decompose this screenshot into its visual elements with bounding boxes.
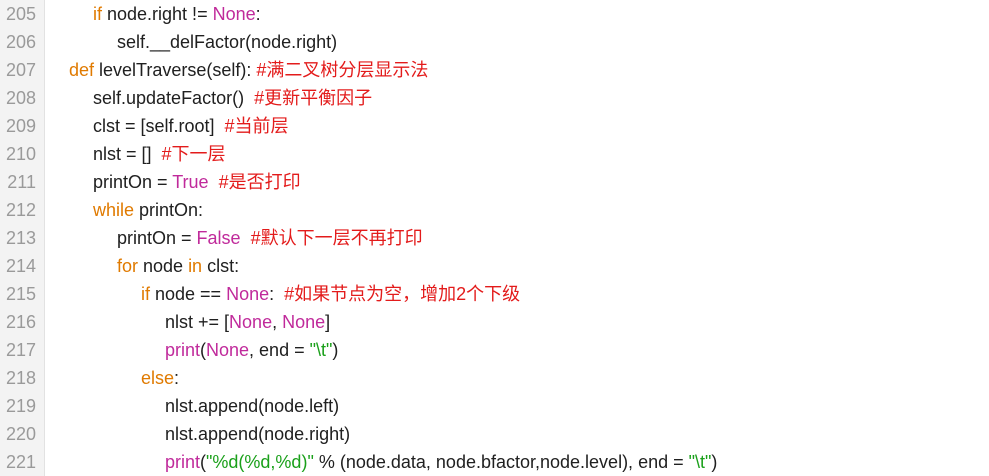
code-token-str: "\t" — [688, 452, 712, 472]
code-token-plain: nlst.append(node.right) — [165, 424, 351, 444]
line-number: 207 — [5, 60, 36, 80]
code-line[interactable]: nlst += [None, None] — [45, 308, 989, 336]
code-token-plain: ] — [325, 312, 331, 332]
line-number: 206 — [5, 32, 36, 52]
line-number: 210 — [5, 144, 36, 164]
code-token-kw: if — [93, 4, 102, 24]
line-number: 217 — [5, 340, 36, 360]
code-token-plain: nlst += [ — [165, 312, 230, 332]
code-token-const: None — [226, 284, 270, 304]
code-token-const: True — [172, 172, 209, 192]
code-token-plain: self.updateFactor() — [93, 88, 255, 108]
code-line[interactable]: printOn = False #默认下一层不再打印 — [45, 224, 989, 252]
code-line[interactable]: self.__delFactor(node.right) — [45, 28, 989, 56]
code-area[interactable]: if node.right != None: self.__delFactor(n… — [45, 0, 989, 476]
line-number-gutter: 205 206 207 208 209 210 211 212 213 214 215 216 217 2… — [0, 0, 45, 476]
code-line[interactable]: print("%d(%d,%d)" % (node.data, node.bfa… — [45, 448, 989, 476]
code-token-const: print — [165, 452, 201, 472]
code-token-cmt: #更新平衡因子 — [254, 88, 373, 108]
code-token-cmt: #是否打印 — [218, 172, 301, 192]
line-number: 214 — [5, 256, 36, 276]
code-token-plain: ) — [711, 452, 718, 472]
code-token-plain: node == — [150, 284, 227, 304]
code-token-plain: % (node.data, node.bfactor,node.level), … — [313, 452, 689, 472]
line-number: 211 — [7, 172, 36, 192]
code-token-cmt: #下一层 — [161, 144, 226, 164]
code-token-cmt: #当前层 — [224, 116, 289, 136]
line-number: 209 — [5, 116, 36, 136]
code-token-kw: else — [141, 368, 175, 388]
code-token-plain: levelTraverse(self): — [94, 60, 257, 80]
line-number: 219 — [5, 396, 36, 416]
code-line[interactable]: nlst.append(node.left) — [45, 392, 989, 420]
code-token-str: "\t" — [309, 340, 333, 360]
code-line[interactable]: while printOn: — [45, 196, 989, 224]
code-line[interactable]: nlst = [] #下一层 — [45, 140, 989, 168]
code-token-plain: : — [255, 4, 261, 24]
code-token-const: False — [196, 228, 241, 248]
code-token-plain — [241, 228, 251, 248]
code-token-kw: if — [141, 284, 150, 304]
code-line[interactable]: def levelTraverse(self): #满二叉树分层显示法 — [45, 56, 989, 84]
line-number: 208 — [5, 88, 36, 108]
code-token-plain: nlst.append(node.left) — [165, 396, 340, 416]
code-line[interactable]: for node in clst: — [45, 252, 989, 280]
line-number: 220 — [5, 424, 36, 444]
code-token-plain: printOn = — [93, 172, 173, 192]
code-token-plain: , — [272, 312, 283, 332]
line-number: 221 — [5, 452, 36, 472]
code-token-plain: printOn = — [117, 228, 197, 248]
code-token-const: None — [206, 340, 250, 360]
code-line[interactable]: if node.right != None: — [45, 0, 989, 28]
code-token-str: "%d(%d,%d)" — [206, 452, 314, 472]
code-token-plain: node.right != — [102, 4, 213, 24]
line-number: 213 — [5, 228, 36, 248]
line-number: 216 — [5, 312, 36, 332]
code-token-plain: ( — [200, 340, 207, 360]
code-token-kw: for — [117, 256, 139, 276]
code-token-const: None — [282, 312, 326, 332]
line-number: 205 — [5, 4, 36, 24]
code-line[interactable]: if node == None: #如果节点为空，增加2个下级 — [45, 280, 989, 308]
code-line[interactable]: printOn = True #是否打印 — [45, 168, 989, 196]
code-token-cmt: #默认下一层不再打印 — [250, 228, 423, 248]
code-token-plain: self.__delFactor(node.right) — [117, 32, 338, 52]
code-token-cmt: #满二叉树分层显示法 — [256, 60, 429, 80]
code-token-plain: ) — [332, 340, 339, 360]
code-token-plain: : — [269, 284, 285, 304]
line-number: 218 — [5, 368, 36, 388]
code-token-kw: def — [69, 60, 95, 80]
code-token-plain: clst: — [202, 256, 240, 276]
line-number: 212 — [5, 200, 36, 220]
code-token-kw: in — [188, 256, 203, 276]
code-token-plain: ( — [200, 452, 207, 472]
code-token-plain: printOn: — [134, 200, 204, 220]
code-token-plain: : — [174, 368, 180, 388]
code-token-cmt: #如果节点为空，增加2个下级 — [284, 284, 521, 304]
code-token-plain — [209, 172, 219, 192]
code-token-plain: nlst = [] — [93, 144, 162, 164]
code-token-plain: , end = — [249, 340, 310, 360]
code-token-plain: node — [138, 256, 189, 276]
code-token-plain: clst = [self.root] — [93, 116, 225, 136]
code-line[interactable]: nlst.append(node.right) — [45, 420, 989, 448]
code-line[interactable]: clst = [self.root] #当前层 — [45, 112, 989, 140]
code-token-const: None — [229, 312, 273, 332]
line-number: 215 — [5, 284, 36, 304]
code-token-const: None — [212, 4, 256, 24]
code-token-const: print — [165, 340, 201, 360]
code-line[interactable]: self.updateFactor() #更新平衡因子 — [45, 84, 989, 112]
code-line[interactable]: print(None, end = "\t") — [45, 336, 989, 364]
code-line[interactable]: else: — [45, 364, 989, 392]
code-token-kw: while — [93, 200, 135, 220]
